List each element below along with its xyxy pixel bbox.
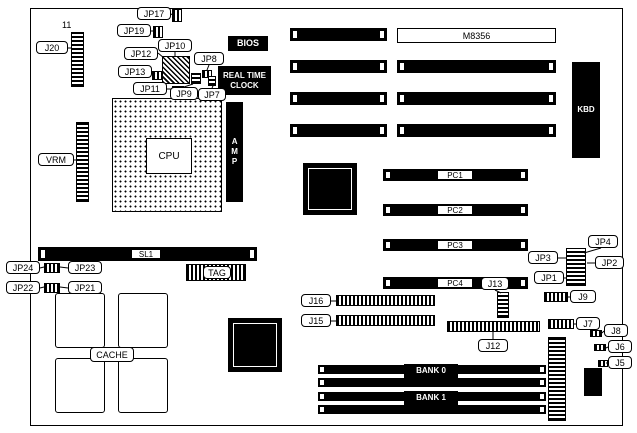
cache-chip-3 xyxy=(55,358,105,413)
cpu-label: CPU xyxy=(146,138,192,174)
jp13-jumper xyxy=(152,71,162,80)
callout-jp10: JP10 xyxy=(158,39,192,52)
j6-header xyxy=(594,344,606,351)
callout-jp12: JP12 xyxy=(124,47,158,60)
callout-jp11: JP11 xyxy=(133,82,167,95)
isa-slot-1-left xyxy=(290,28,387,41)
chipset-label: M8356 xyxy=(397,28,556,43)
oscillator-chip xyxy=(162,56,190,84)
callout-jp3: JP3 xyxy=(528,251,558,264)
jp23-jp24-jumper xyxy=(44,263,60,273)
callout-jp13: JP13 xyxy=(118,65,152,78)
j20-header xyxy=(71,32,84,87)
qfp-chip-top xyxy=(303,163,357,215)
callout-jp2: JP2 xyxy=(595,256,624,269)
qfp-chip-bottom xyxy=(228,318,282,372)
pc2-label: PC2 xyxy=(437,205,473,215)
isa-slot-4-left xyxy=(290,124,387,137)
jp19-jumper xyxy=(153,26,163,38)
amp-chip: AMP xyxy=(226,102,243,202)
power-connector xyxy=(548,337,566,421)
cache-chip-1 xyxy=(55,293,105,348)
jp9-jumper xyxy=(191,73,201,84)
callout-tag: TAG xyxy=(203,266,231,279)
j9-header xyxy=(544,292,568,302)
callout-jp19: JP19 xyxy=(117,24,151,37)
pc1-label: PC1 xyxy=(437,170,473,180)
j8-header xyxy=(590,330,602,337)
bios-chip: BIOS xyxy=(228,36,268,51)
callout-vrm: VRM xyxy=(38,153,74,166)
callout-jp9: JP9 xyxy=(170,87,198,100)
io-chip xyxy=(584,368,602,396)
ref-number: 11 xyxy=(62,20,72,30)
callout-jp7: JP7 xyxy=(198,88,226,101)
callout-j16: J16 xyxy=(301,294,331,307)
cache-chip-2 xyxy=(118,293,168,348)
callout-jp23: JP23 xyxy=(68,261,102,274)
callout-j6: J6 xyxy=(608,340,632,353)
callout-jp4: JP4 xyxy=(588,235,618,248)
jp1-jp4-block xyxy=(566,248,586,286)
callout-j13: J13 xyxy=(481,277,509,290)
callout-j5: J5 xyxy=(608,356,632,369)
callout-j9: J9 xyxy=(570,290,596,303)
isa-slot-2-left xyxy=(290,60,387,73)
bank0-label: BANK 0 xyxy=(404,364,458,378)
callout-jp21: JP21 xyxy=(68,281,102,294)
callout-jp17: JP17 xyxy=(137,7,171,20)
j7-header xyxy=(548,319,574,329)
simm-slot-2 xyxy=(318,378,546,387)
pc4-label: PC4 xyxy=(437,278,473,288)
rtc-chip: REAL TIME CLOCK xyxy=(218,66,271,95)
j15-header xyxy=(336,315,435,326)
callout-j20: J20 xyxy=(36,41,68,54)
pc3-label: PC3 xyxy=(437,240,473,250)
isa-slot-4-right xyxy=(397,124,556,137)
callout-j15: J15 xyxy=(301,314,331,327)
j12-header xyxy=(447,321,540,332)
jp8-jumper xyxy=(202,70,212,78)
jp21-jp22-jumper xyxy=(44,283,60,293)
sl1-label: SL1 xyxy=(131,249,161,259)
jp17-jumper xyxy=(172,9,182,22)
callout-jp1: JP1 xyxy=(534,271,564,284)
j5-header xyxy=(598,360,608,367)
j13-header xyxy=(497,292,509,318)
callout-cache: CACHE xyxy=(90,347,134,362)
kbd-connector: KBD xyxy=(572,62,600,158)
callout-j8: J8 xyxy=(604,324,628,337)
isa-slot-3-right xyxy=(397,92,556,105)
callout-j12: J12 xyxy=(478,339,508,352)
simm-slot-4 xyxy=(318,405,546,414)
j16-header xyxy=(336,295,435,306)
bank1-label: BANK 1 xyxy=(404,391,458,405)
vrm-module xyxy=(76,122,89,202)
isa-slot-3-left xyxy=(290,92,387,105)
callout-j7: J7 xyxy=(576,317,600,330)
jp7-jumper xyxy=(208,76,216,86)
isa-slot-2-right xyxy=(397,60,556,73)
callout-jp8: JP8 xyxy=(194,52,224,65)
cache-chip-4 xyxy=(118,358,168,413)
callout-jp22: JP22 xyxy=(6,281,40,294)
callout-jp24: JP24 xyxy=(6,261,40,274)
